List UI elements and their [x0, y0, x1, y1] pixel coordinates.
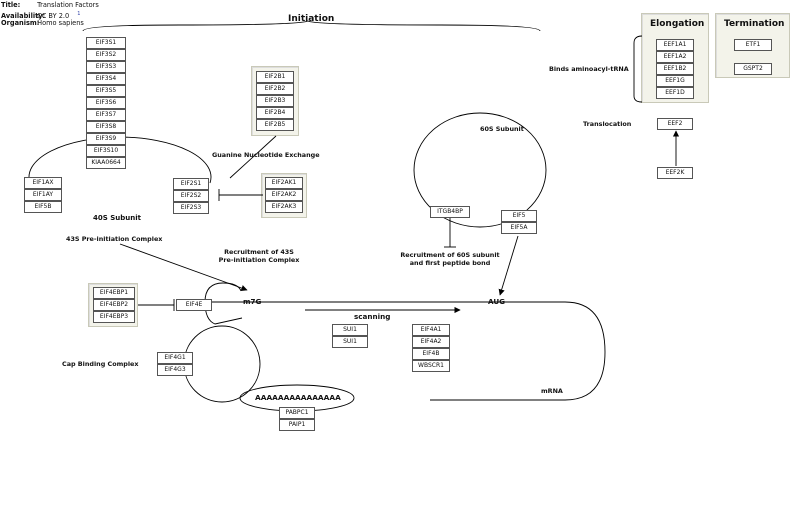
gene-eif2s3[interactable]: EIF2S3	[173, 202, 209, 214]
gene-eef1b2[interactable]: EEF1B2	[656, 63, 694, 75]
gene-eif2b5[interactable]: EIF2B5	[256, 119, 294, 131]
gene-itgb4bp[interactable]: ITGB4BP	[430, 206, 470, 218]
gene-eif4g3[interactable]: EIF4G3	[157, 364, 193, 376]
gene-wbscr1[interactable]: WBSCR1	[412, 360, 450, 372]
gene-eif5b[interactable]: EIF5B	[24, 201, 62, 213]
gene-eif2b4[interactable]: EIF2B4	[256, 107, 294, 119]
initiation-heading: Initiation	[288, 14, 335, 24]
gene-eif3s3[interactable]: EIF3S3	[86, 61, 126, 73]
gene-eif2b1[interactable]: EIF2B1	[256, 71, 294, 83]
gene-eif5[interactable]: EIF5	[501, 210, 537, 222]
mrna-loop	[205, 301, 606, 401]
gene-eif4e[interactable]: EIF4E	[176, 299, 212, 311]
gene-eef2[interactable]: EEF2	[657, 118, 693, 130]
gene-paip1[interactable]: PAIP1	[279, 419, 315, 431]
gene-eif3s7[interactable]: EIF3S7	[86, 109, 126, 121]
gene-eif5a[interactable]: EIF5A	[501, 222, 537, 234]
gene-sui1-a[interactable]: SUI1	[332, 324, 368, 336]
gene-eef1a1[interactable]: EEF1A1	[656, 39, 694, 51]
meta-title: Title: Translation Factors	[1, 1, 99, 9]
cap-binding-label: Cap Binding Complex	[62, 360, 139, 368]
gene-eif3s6[interactable]: EIF3S6	[86, 97, 126, 109]
gene-eif3s1[interactable]: EIF3S1	[86, 37, 126, 49]
guanine-exchange-label: Guanine Nucleotide Exchange	[212, 151, 320, 159]
aug-label: AUG	[488, 297, 506, 306]
gene-eef1g[interactable]: EEF1G	[656, 75, 694, 87]
gene-gspt2[interactable]: GSPT2	[734, 63, 772, 75]
gene-eif4a2[interactable]: EIF4A2	[412, 336, 450, 348]
gene-eif2s1[interactable]: EIF2S1	[173, 178, 209, 190]
polya-label: AAAAAAAAAAAAAAA	[255, 393, 341, 402]
gene-eif4ebp2[interactable]: EIF4EBP2	[93, 299, 135, 311]
cap-binding-circle	[183, 325, 261, 403]
aminoacyl-bracket	[633, 35, 643, 103]
gene-eif3s9[interactable]: EIF3S9	[86, 133, 126, 145]
gene-eif2b3[interactable]: EIF2B3	[256, 95, 294, 107]
gene-eef1d[interactable]: EEF1D	[656, 87, 694, 99]
initiation-brace	[82, 20, 541, 32]
gene-eif3s2[interactable]: EIF3S2	[86, 49, 126, 61]
preinit-complex-label: 43S Pre-initiation Complex	[66, 235, 163, 243]
gene-eif2ak3[interactable]: EIF2AK3	[265, 201, 303, 213]
subunit-60s-shape	[413, 112, 547, 228]
gene-pabpc1[interactable]: PABPC1	[279, 407, 315, 419]
translocation-label: Translocation	[583, 120, 632, 128]
termination-heading: Termination	[724, 19, 785, 29]
gene-eif3s4[interactable]: EIF3S4	[86, 73, 126, 85]
gene-eif1ax[interactable]: EIF1AX	[24, 177, 62, 189]
gene-eif3s10[interactable]: EIF3S10	[86, 145, 126, 157]
gene-eif1ay[interactable]: EIF1AY	[24, 189, 62, 201]
meta-organism: Organism: Homo sapiens	[1, 19, 84, 27]
gene-etf1[interactable]: ETF1	[734, 39, 772, 51]
gene-eif3s8[interactable]: EIF3S8	[86, 121, 126, 133]
gene-eif2b2[interactable]: EIF2B2	[256, 83, 294, 95]
mrna-label: mRNA	[541, 387, 563, 395]
subunit-60s-label: 60S Subunit	[480, 125, 524, 133]
m7g-label: m7G	[243, 297, 262, 306]
gene-eif4ebp3[interactable]: EIF4EBP3	[93, 311, 135, 323]
gene-eif4g1[interactable]: EIF4G1	[157, 352, 193, 364]
gene-eif3s5[interactable]: EIF3S5	[86, 85, 126, 97]
binds-trna-label: Binds aminoacyl-tRNA	[549, 65, 629, 73]
gene-sui1-b[interactable]: SUI1	[332, 336, 368, 348]
gene-eif2s2[interactable]: EIF2S2	[173, 190, 209, 202]
elongation-heading: Elongation	[650, 19, 705, 29]
gene-eif2ak1[interactable]: EIF2AK1	[265, 177, 303, 189]
gene-eef1a2[interactable]: EEF1A2	[656, 51, 694, 63]
subunit-40s-label: 40S Subunit	[93, 214, 141, 222]
scanning-label: scanning	[354, 312, 391, 321]
gene-eif4a1[interactable]: EIF4A1	[412, 324, 450, 336]
gene-eif4b[interactable]: EIF4B	[412, 348, 450, 360]
gene-eef2k[interactable]: EEF2K	[657, 167, 693, 179]
gene-eif2ak2[interactable]: EIF2AK2	[265, 189, 303, 201]
gene-eif4ebp1[interactable]: EIF4EBP1	[93, 287, 135, 299]
gene-kiaa0664[interactable]: KIAA0664	[86, 157, 126, 169]
